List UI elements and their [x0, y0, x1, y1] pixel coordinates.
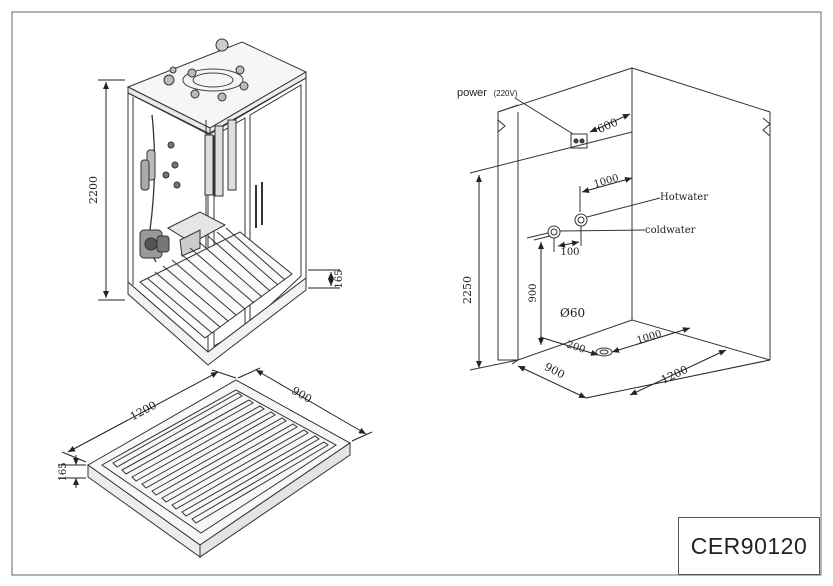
wall-height-label: 2250 [461, 276, 474, 304]
shower-cabin-drawing [126, 38, 308, 366]
hot-water-label: Hotwater [660, 192, 708, 203]
drawing-border [11, 11, 822, 576]
cabin-height-label: 2200 [87, 176, 100, 204]
tray-height-dimension [58, 455, 86, 488]
pipe-height-label: 900 [528, 283, 539, 302]
tray-length-dimension [61, 369, 237, 463]
pipe-offset-dimension [557, 240, 580, 248]
power-label: power (220V) [457, 86, 518, 99]
floor-width-dimension [511, 359, 587, 399]
installation-walls [497, 67, 771, 361]
floor-length-dimension [585, 349, 771, 399]
cabin-height-dimension [98, 79, 125, 301]
tray-length-label: 1200 [128, 399, 159, 424]
tray-width-label: 900 [289, 384, 314, 406]
cold-water-label: coldwater [645, 225, 696, 236]
power-offset-dimension [589, 113, 631, 133]
pipe-offset-label: 100 [560, 247, 579, 258]
pipe-spacing-label: 1000 [593, 173, 620, 191]
model-number: CER90120 [690, 532, 808, 559]
drain [595, 347, 613, 357]
power-text: power [457, 87, 487, 99]
power-voltage-text: (220V) [493, 89, 517, 98]
drain-offset-label: 200 [565, 339, 587, 355]
floor-width-label: 900 [542, 360, 567, 381]
model-number-box: CER90120 [678, 517, 820, 575]
cabin-base-dimension [308, 269, 340, 289]
drain-diameter-label: Ø60 [560, 306, 585, 320]
tray-height-label: 165 [58, 462, 69, 481]
shower-tray-drawing [87, 379, 351, 558]
cabin-base-height-label: 165 [334, 269, 345, 288]
floor-length-label: 1200 [659, 363, 690, 387]
drain-length-label: 1000 [635, 329, 663, 347]
tray-width-dimension [237, 367, 373, 442]
pipe-spacing-dimension [581, 176, 633, 194]
power-offset-label: 600 [595, 116, 619, 136]
